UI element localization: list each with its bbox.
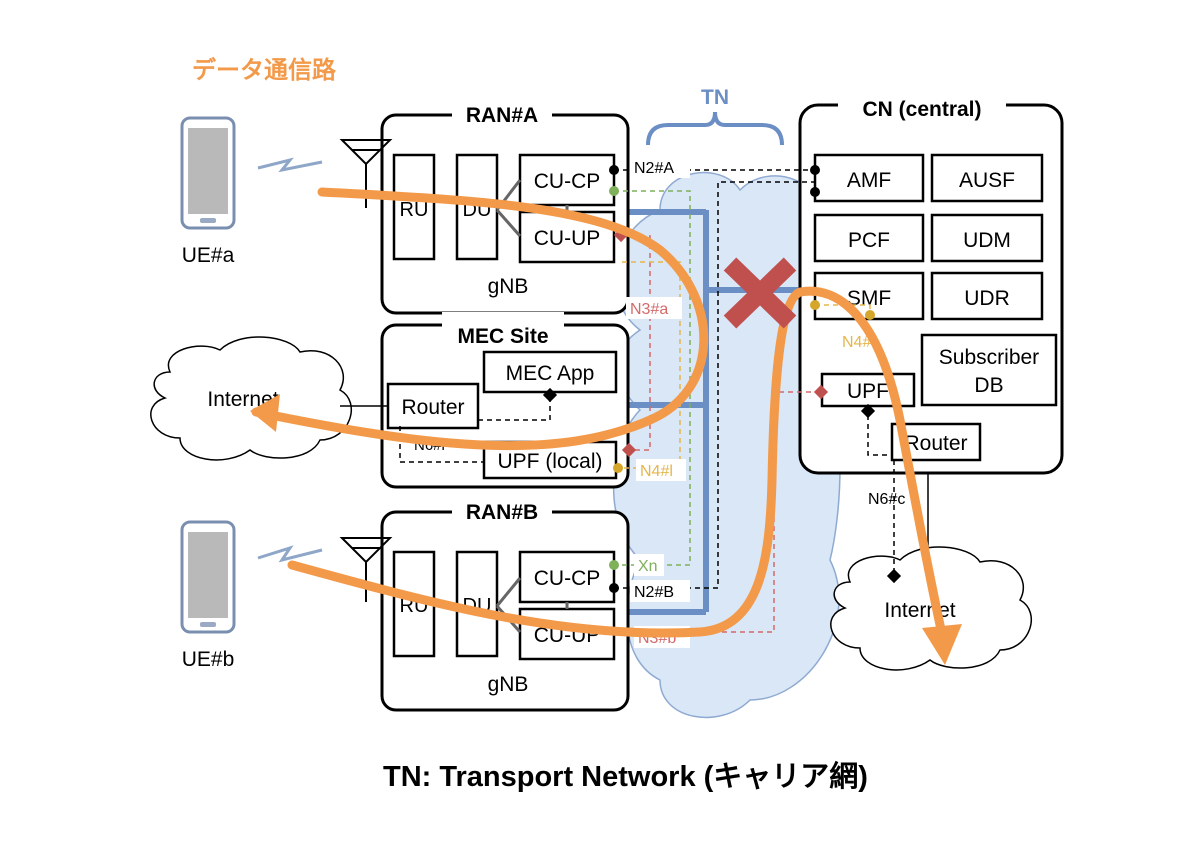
failure-x-icon	[723, 257, 797, 329]
ue-b-label: UE#b	[182, 648, 235, 671]
cn-subscriber-db	[920, 333, 1058, 407]
ran-a-cuup-label: CU-UP	[534, 227, 601, 250]
mec-router	[386, 382, 480, 430]
ue-a-label: UE#a	[182, 244, 235, 267]
cn-router-label: Router	[904, 432, 967, 455]
diagram-title: データ通信路	[192, 56, 337, 84]
mec-app	[482, 350, 618, 394]
cn-upf-label: UPF	[847, 380, 889, 403]
if-xn: Xn	[638, 558, 658, 575]
arrowhead-right	[922, 624, 962, 665]
if-n4l: N4#l	[640, 463, 673, 480]
mec-title: MEC Site	[457, 325, 548, 348]
ran-a-gnb-label: gNB	[488, 275, 529, 298]
cn-udr-label: UDR	[964, 287, 1010, 310]
cn-ausf-label: AUSF	[959, 169, 1015, 192]
interface-markers	[542, 165, 902, 593]
cn-udm-label: UDM	[963, 229, 1011, 252]
caption: TN: Transport Network (キャリア網)	[383, 760, 868, 793]
cn-title: CN (central)	[862, 98, 981, 121]
ran-b-title: RAN#B	[466, 501, 538, 524]
ran-b-gnb-label: gNB	[488, 673, 529, 696]
radio-wave-icon-a	[257, 157, 323, 173]
mec-upf-label: UPF (local)	[497, 450, 602, 473]
cn-pcf	[813, 213, 925, 263]
if-n3a: N3#a	[630, 301, 668, 318]
ran-a-title: RAN#A	[466, 104, 538, 127]
radio-wave-icon-b	[257, 545, 323, 563]
cn-smf-label: SMF	[847, 287, 891, 310]
ran-a-ru-label: RU	[400, 199, 429, 221]
cn-udm	[930, 213, 1044, 263]
cn-udr	[930, 271, 1044, 321]
cn-ausf	[930, 153, 1044, 203]
if-n2b: N2#B	[634, 584, 674, 601]
cn-amf	[813, 153, 925, 203]
tn-brace	[646, 111, 784, 146]
phone-icon-ue-a	[180, 116, 236, 230]
if-n2a: N2#A	[634, 160, 674, 177]
ran-a-cucp-label: CU-CP	[534, 170, 601, 193]
cn-subscriber-label: Subscriber	[939, 346, 1039, 369]
cn-db-label: DB	[974, 374, 1003, 397]
data-path-ue-b-to-internet	[287, 286, 950, 653]
data-path-ue-a-to-internet	[251, 187, 709, 451]
cn-amf-label: AMF	[847, 169, 891, 192]
ran-a-ru	[392, 153, 436, 261]
tn-backbone	[615, 209, 815, 615]
cn-pcf-label: PCF	[848, 229, 890, 252]
mec-router-label: Router	[401, 396, 464, 419]
phone-icon-ue-b	[180, 520, 236, 634]
if-n6c: N6#c	[868, 491, 905, 508]
arrowhead-left	[250, 394, 280, 432]
internet-cloud-left	[150, 336, 352, 461]
ran-b-cucp-label: CU-CP	[534, 567, 601, 590]
tn-label: TN	[701, 86, 729, 109]
antenna-icon-a	[339, 139, 393, 208]
internet-right-label: Internet	[884, 599, 955, 622]
mec-app-label: MEC App	[506, 362, 595, 385]
